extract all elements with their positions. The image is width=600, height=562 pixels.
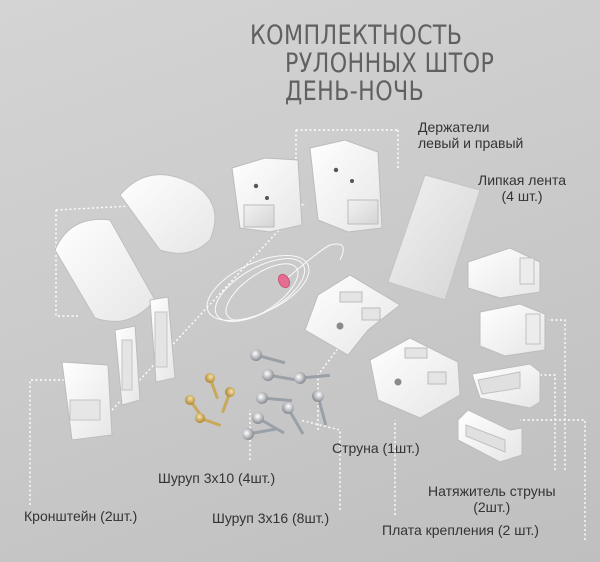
label-velcro: Липкая лента (4 шт.) <box>478 172 566 204</box>
label-mount-plate: Плата крепления (2 шт.) <box>382 522 539 538</box>
bracket-base <box>61 361 113 441</box>
string-coil <box>206 243 344 322</box>
bracket-left-1 <box>114 325 141 406</box>
clip-top <box>467 247 541 299</box>
label-string: Струна (1шт.) <box>332 440 420 456</box>
clip-middle <box>479 303 546 357</box>
label-holders: Держатели левый и правый <box>418 119 523 151</box>
holder-left <box>231 157 303 233</box>
screws-3x16 <box>242 349 331 440</box>
label-screw-3x16: Шуруп 3х16 (8шт.) <box>212 510 330 526</box>
mount-plate-bottom <box>369 337 461 419</box>
title-line-3: ДЕНЬ-НОЧЬ <box>285 76 425 107</box>
label-tensioner-line2: (2шт.) <box>473 499 511 515</box>
mount-plate-top <box>304 274 401 356</box>
title-line-2: РУЛОННЫХ ШТОР <box>285 48 495 79</box>
label-holders-line2: левый и правый <box>418 135 524 151</box>
holder-right <box>309 139 383 233</box>
label-tensioner: Натяжитель струны (2шт.) <box>428 483 556 515</box>
label-velcro-line1: Липкая лента <box>478 172 567 188</box>
title-line-1: КОМПЛЕКТНОСТЬ <box>250 20 463 51</box>
label-holders-line1: Держатели <box>418 119 490 135</box>
label-bracket: Кронштейн (2шт.) <box>24 508 138 524</box>
tensioner-bottom <box>457 409 523 463</box>
label-screw-3x10: Шуруп 3х10 (4шт.) <box>158 470 276 486</box>
label-velcro-line2: (4 шт.) <box>501 188 543 204</box>
end-cap-left <box>54 218 156 322</box>
tensioner-top <box>471 363 541 409</box>
screws-3x10 <box>185 373 235 427</box>
bracket-left-2 <box>149 296 176 383</box>
velcro-tape <box>387 174 481 301</box>
label-tensioner-line1: Натяжитель струны <box>428 483 556 499</box>
end-cap-right <box>119 174 216 254</box>
